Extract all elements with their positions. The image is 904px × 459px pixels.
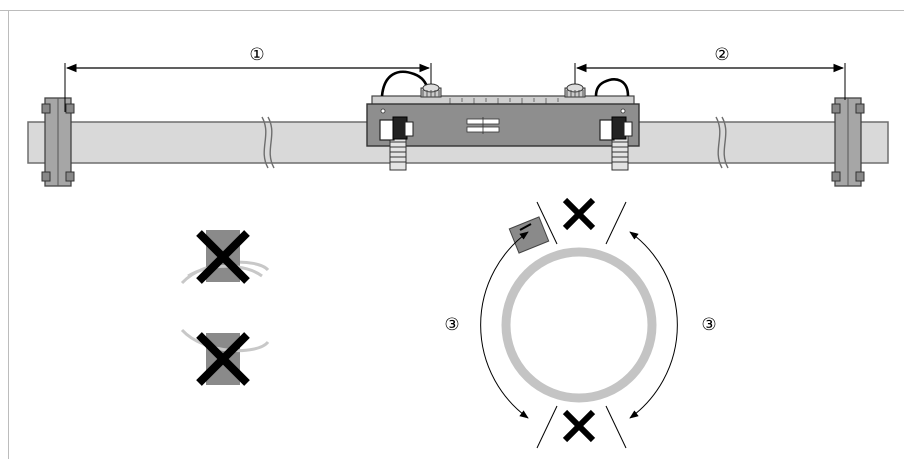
label-mounting-sector-right: ③ <box>701 315 716 335</box>
label-upstream-distance: ① <box>249 45 264 65</box>
cross-icon <box>196 332 250 386</box>
incorrect-mount-bottom <box>180 328 270 386</box>
sensor-right <box>564 78 630 98</box>
flange-left <box>41 97 75 187</box>
cross-icon <box>562 409 596 443</box>
cross-icon <box>196 230 250 284</box>
dimension-downstream <box>574 63 846 100</box>
sector-arc-left <box>480 231 529 419</box>
sensor-left <box>380 70 442 98</box>
label-mounting-sector-left: ③ <box>444 315 459 335</box>
pipe-break-left <box>261 116 275 169</box>
cross-icon <box>562 197 596 231</box>
pipe-cross-section <box>480 197 678 449</box>
pipe-break-right <box>715 116 729 169</box>
dimension-upstream <box>64 63 432 112</box>
rail-scale <box>449 98 559 104</box>
pipe-assembly <box>27 70 889 187</box>
strap-clamp-right <box>599 116 633 171</box>
meter-slot <box>466 117 500 134</box>
incorrect-mount-top <box>180 230 270 285</box>
pipe-ring <box>501 247 657 403</box>
label-downstream-distance: ② <box>714 45 729 65</box>
strap-clamp-left <box>379 116 414 171</box>
flange-right <box>831 97 865 187</box>
sector-arc-right <box>629 231 678 419</box>
sensor-block <box>508 216 550 254</box>
